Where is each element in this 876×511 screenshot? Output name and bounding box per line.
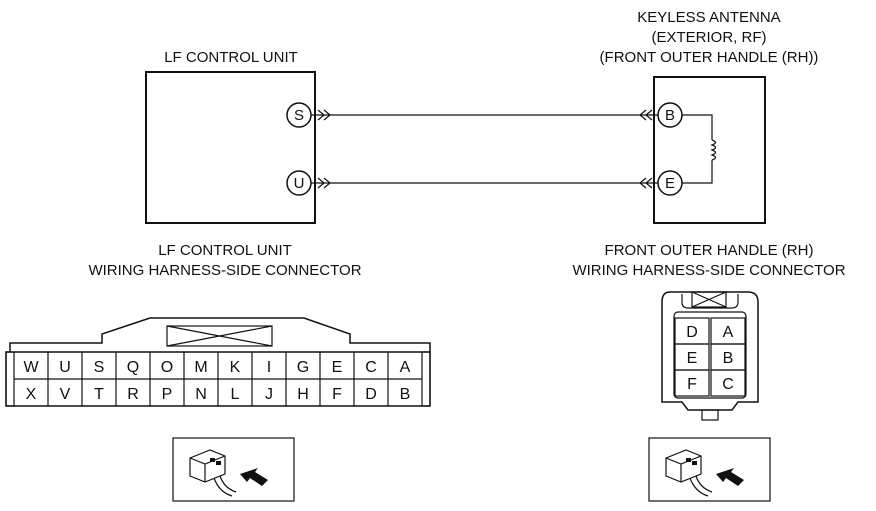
rh-connector-title: FRONT OUTER HANDLE (RH) [605,242,814,259]
lf-connector-pin-f: F [332,386,342,403]
antenna-pin-e-label: E [665,175,675,192]
lf-control-unit-title: LF CONTROL UNIT [164,49,298,66]
lf-connector-pin-d: D [365,386,377,403]
rh-connector-pin-f: F [687,376,697,393]
rh-connector-pins: D A E B F C [674,317,746,397]
lf-connector-pin-b: B [400,386,411,403]
lf-connector-pin-c: C [365,359,377,376]
rh-connector-view-icon [648,437,771,502]
keyless-antenna-location: (FRONT OUTER HANDLE (RH)) [600,49,819,66]
lf-connector-pin-w: W [23,359,39,376]
lf-connector-pin-l: L [231,386,240,403]
lf-connector-pin-q: Q [127,359,139,376]
antenna-coil [682,114,717,184]
lf-connector-pin-x: X [26,386,37,403]
rh-connector-pin-e: E [687,350,698,367]
keyless-antenna-box [653,76,766,224]
rh-connector-pin-b: B [723,350,734,367]
lf-connector-title: LF CONTROL UNIT [158,242,292,259]
keyless-antenna-subtitle: (EXTERIOR, RF) [652,29,767,46]
lf-connector-pin-a: A [400,359,411,376]
wire-u-to-e [311,177,658,189]
keyless-antenna-title: KEYLESS ANTENNA [637,9,780,26]
wire-s-to-b [311,109,658,121]
lf-connector-pin-t: T [94,386,104,403]
lf-connector-pin-u: U [59,359,71,376]
lf-pin-u-label: U [294,175,305,192]
lf-connector-pin-v: V [60,386,71,403]
lf-connector-pin-j: J [265,386,273,403]
lf-connector-pins: W U S Q O M K I G E C A X V T R P N L J H F D B [23,352,411,406]
lf-pin-s-label: S [294,107,304,124]
lf-connector-pin-g: G [297,359,309,376]
rh-connector-pin-a: A [723,324,734,341]
lf-connector-pin-i: I [267,359,271,376]
lf-connector-pin-p: P [162,386,173,403]
lf-connector-pin-m: M [194,359,207,376]
antenna-pin-b-label: B [665,107,675,124]
rh-connector-pin-c: C [722,376,734,393]
rh-connector-subtitle: WIRING HARNESS-SIDE CONNECTOR [572,262,845,279]
lf-connector-pin-s: S [94,359,105,376]
lf-connector-pin-k: K [230,359,241,376]
rh-connector-pin-d: D [686,324,698,341]
lf-connector-pin-n: N [195,386,207,403]
lf-connector-pin-e: E [332,359,343,376]
lf-connector-subtitle: WIRING HARNESS-SIDE CONNECTOR [88,262,361,279]
rh-connector-housing [661,291,759,421]
lf-connector-pin-h: H [297,386,309,403]
lf-connector-view-icon [172,437,295,502]
lf-connector-pin-o: O [161,359,173,376]
lf-control-unit-box [145,71,316,224]
lf-connector-pin-r: R [127,386,139,403]
